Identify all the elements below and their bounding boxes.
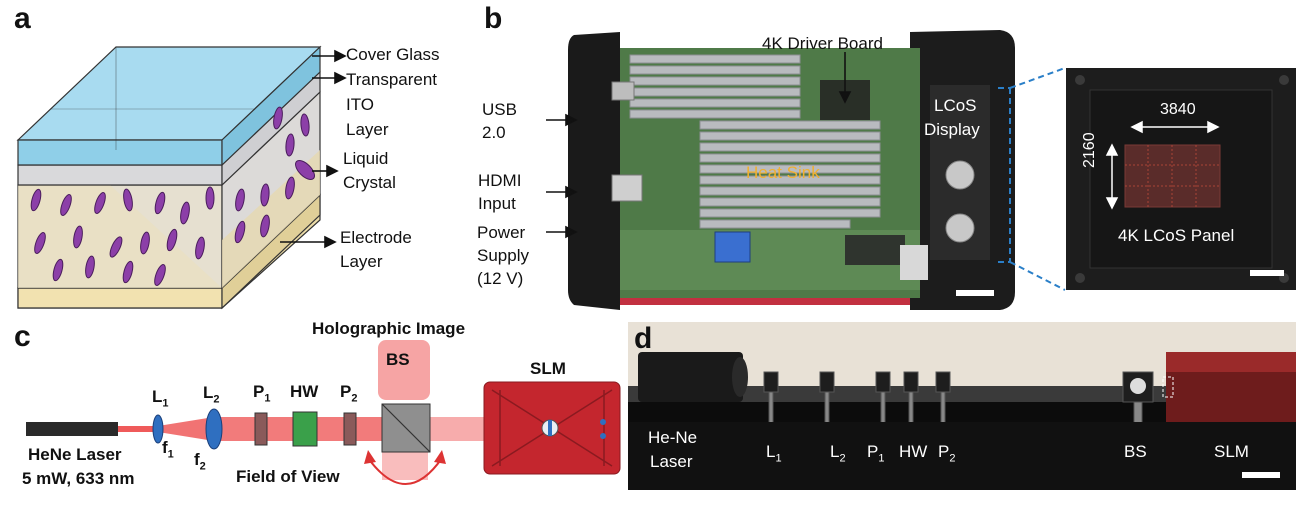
label-width-3840: 3840 [1160, 101, 1196, 118]
label-usb-line1: USB [482, 100, 517, 119]
label-laser-line1: HeNe Laser [28, 445, 122, 464]
label-lcos-panel: 4K LCoS Panel [1118, 226, 1235, 245]
label-height-2160: 2160 [1081, 132, 1098, 168]
scale-bar-d [1242, 472, 1280, 478]
label-power-line2: Supply [477, 246, 529, 265]
label-holographic-image: Holographic Image [312, 319, 466, 338]
lens-l2 [205, 408, 223, 450]
lens-l1 [152, 414, 164, 444]
beam-thin [118, 426, 158, 432]
scale-bar-inset [1250, 270, 1284, 276]
usb-connector [611, 81, 635, 101]
label-power-line1: Power [477, 223, 526, 242]
label-cover-glass: Cover Glass [346, 45, 440, 64]
optical-bench-photo [628, 322, 1296, 490]
label-ito-line3: Layer [346, 120, 389, 139]
label-electrode-line1: Electrode [340, 228, 412, 247]
label-d-laser-line1: He-Ne [648, 428, 698, 447]
slm-hardware-photo [546, 30, 1296, 310]
label-d-slm: SLM [1214, 442, 1249, 461]
holographic-image-glow [378, 340, 430, 400]
label-lc-line2: Crystal [343, 173, 396, 192]
label-hdmi-line1: HDMI [478, 171, 522, 190]
layer-pointer-arrows [280, 49, 347, 249]
label-d-hw: HW [899, 442, 928, 461]
label-c-f1: f1 [162, 438, 174, 461]
label-d-l1: L1 [766, 442, 782, 465]
rotation-arrow [367, 457, 443, 485]
port-pointer-arrows [546, 52, 852, 239]
label-c-l2: L2 [203, 383, 220, 406]
label-d-p1: P1 [867, 442, 885, 465]
label-power-line3: (12 V) [477, 269, 524, 288]
power-connector [714, 231, 751, 263]
label-d-bs: BS [1124, 442, 1147, 461]
lcos-knob-upper [945, 160, 975, 190]
label-driver-board: 4K Driver Board [762, 34, 883, 53]
label-lcos-line2: Display [924, 120, 980, 139]
panel-label-c: c [14, 320, 31, 353]
liquid-crystal-molecules [30, 106, 315, 286]
label-lcos-line1: LCoS [934, 96, 977, 115]
d-hene-laser [638, 352, 743, 402]
label-c-p2: P2 [340, 382, 358, 405]
label-ito-line1: Transparent [346, 70, 438, 89]
polarizer-p1 [254, 412, 268, 446]
label-c-hw: HW [290, 382, 319, 401]
label-c-f2: f2 [194, 450, 206, 473]
left-end-cap [568, 32, 620, 310]
label-electrode-line2: Layer [340, 252, 383, 271]
scale-bar-b [956, 290, 994, 296]
label-d-p2: P2 [938, 442, 956, 465]
hdmi-connector [611, 174, 643, 202]
label-field-of-view: Field of View [236, 467, 340, 486]
lcos-knob-lower [945, 213, 975, 243]
label-d-l2: L2 [830, 442, 846, 465]
panel-label-b: b [484, 2, 503, 35]
beam-expanding [158, 417, 214, 441]
dimension-arrows [1105, 120, 1220, 210]
label-usb-line2: 2.0 [482, 123, 506, 142]
label-heat-sink: Heat Sink [746, 163, 820, 182]
lcd-layer-diagram [16, 45, 347, 310]
label-c-p1: P1 [253, 382, 271, 405]
polarizer-p2 [343, 412, 357, 446]
label-c-l1: L1 [152, 387, 169, 410]
hene-laser [26, 422, 118, 436]
optical-setup-schematic [26, 340, 621, 485]
halfwave-plate [292, 411, 318, 447]
label-laser-line2: 5 mW, 633 nm [22, 469, 135, 488]
label-hdmi-line2: Input [478, 194, 516, 213]
label-ito-line2: ITO [346, 95, 375, 114]
lcos-active-area [1124, 144, 1221, 208]
label-d-laser-line2: Laser [650, 452, 693, 471]
label-c-slm: SLM [530, 359, 566, 378]
heat-sink-fins [629, 54, 881, 229]
zoom-bracket [998, 67, 1066, 291]
panel-label-a: a [14, 2, 31, 35]
panel-label-d: d [634, 322, 653, 355]
label-lc-line1: Liquid [343, 149, 389, 168]
label-c-bs: BS [386, 350, 410, 369]
